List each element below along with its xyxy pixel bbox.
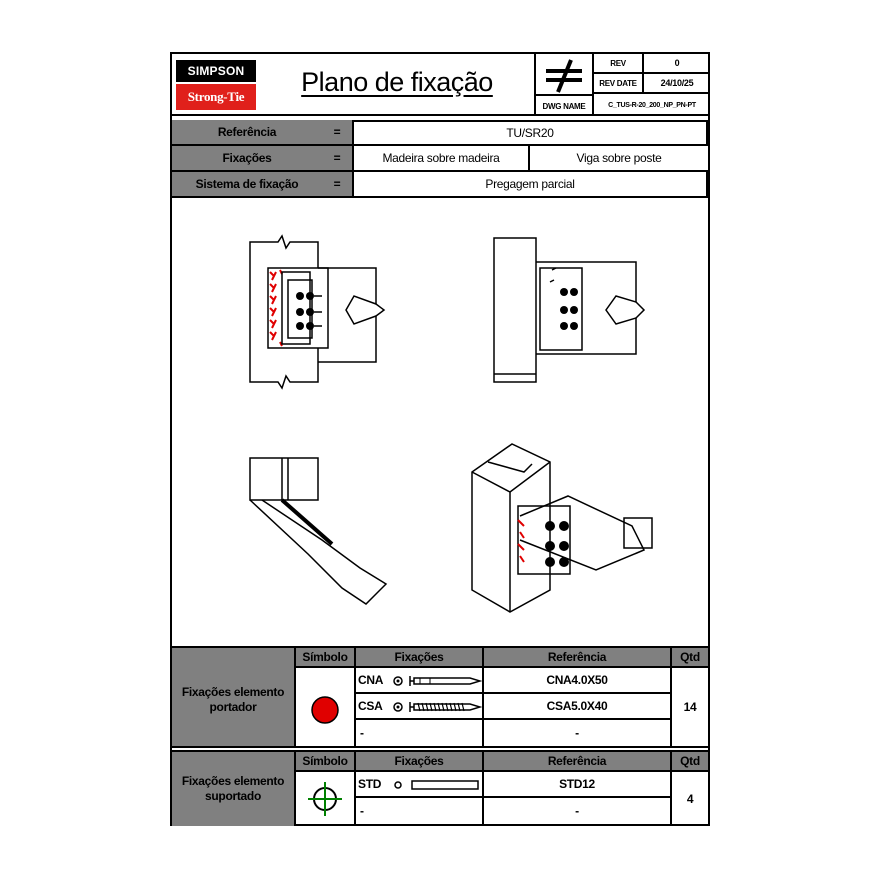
table2-ref-1: STD12: [482, 772, 670, 798]
dwg-name-value: C_TUS-R-20_200_NP_PN-PT: [608, 101, 696, 109]
iso-view: [471, 443, 653, 613]
fastener-code: CNA: [358, 673, 384, 687]
table1-header-simbolo: Símbolo: [294, 648, 354, 668]
table1-row-label: Fixações elemento portador: [172, 648, 294, 752]
fasteners-table-supported: Fixações elemento suportado Símbolo Fixa…: [172, 752, 708, 826]
crosshair-symbol-icon: [308, 782, 342, 816]
table2-header-referencia: Referência: [482, 752, 670, 772]
table2-qtd: 4: [670, 772, 708, 826]
table1-header-fixacoes: Fixações: [354, 648, 482, 668]
table2-symbol-cell: [294, 772, 354, 826]
top-view: [249, 457, 388, 605]
table2-header-simbolo: Símbolo: [294, 752, 354, 772]
rev-label: REV: [594, 54, 644, 74]
fixacoes-value-1: Madeira sobre madeira: [352, 146, 530, 172]
referencia-value: TU/SR20: [352, 120, 708, 146]
equals-sign: =: [333, 177, 341, 191]
sistema-value: Pregagem parcial: [352, 172, 708, 198]
rev-table: REV 0 REV DATE 24/10/25 C_TUS-R-20_200_N…: [592, 54, 710, 116]
dowel-icon: [394, 780, 479, 790]
equals-sign: =: [333, 151, 341, 165]
rev-date-label: REV DATE: [594, 74, 644, 94]
nail-icon: [393, 676, 482, 686]
table2-row-label: Fixações elemento suportado: [172, 752, 294, 826]
table2-header-fixacoes: Fixações: [354, 752, 482, 772]
front-view: [249, 234, 386, 390]
simpson-logo: SIMPSON Strong-Tie: [176, 60, 256, 110]
table1-ref-3: -: [482, 720, 670, 746]
table1-header-referencia: Referência: [482, 648, 670, 668]
side-view: [493, 237, 646, 383]
fixacoes-label: Fixações: [222, 151, 272, 165]
rev-date-value: 24/10/25: [644, 74, 710, 94]
referencia-label: Referência: [217, 125, 277, 139]
technical-drawing: [249, 234, 653, 613]
table1-ref-1: CNA4.0X50: [482, 668, 670, 694]
sistema-row: Sistema de fixação =: [172, 172, 354, 198]
drawing-area: [172, 200, 708, 648]
logo-strongtie: Strong-Tie: [176, 84, 256, 110]
title-block: SIMPSON Strong-Tie Plano de fixação DWG …: [172, 54, 710, 116]
fixacoes-row: Fixações =: [172, 146, 354, 172]
info-section: Referência = TU/SR20 Fixações = Madeira …: [172, 116, 708, 200]
table1-ref-2: CSA5.0X40: [482, 694, 670, 720]
screw-icon: [393, 702, 482, 712]
table1-fixacao-row-1: CNA: [354, 668, 482, 694]
not-equal-box: DWG NAME: [534, 54, 592, 116]
table2-fixacao-row-1: STD: [354, 772, 482, 798]
table2-fixacao-row-2: -: [354, 798, 482, 824]
table1-header-qtd: Qtd: [670, 648, 708, 668]
table1-fixacao-row-3: -: [354, 720, 482, 746]
fasteners-table-carrier: Fixações elemento portador Símbolo Fixaç…: [172, 648, 708, 752]
drawing-sheet: SIMPSON Strong-Tie Plano de fixação DWG …: [170, 52, 710, 826]
dwg-name-label: DWG NAME: [536, 94, 592, 116]
referencia-row: Referência =: [172, 120, 354, 146]
equals-sign: =: [333, 125, 341, 139]
not-equal-icon: [546, 59, 582, 93]
table1-qtd: 14: [670, 668, 708, 746]
table2-ref-2: -: [482, 798, 670, 824]
page-title: Plano de fixação: [301, 66, 493, 97]
fastener-code: STD: [358, 777, 382, 791]
sistema-label: Sistema de fixação: [195, 177, 299, 191]
logo-simpson: SIMPSON: [176, 60, 256, 82]
table1-symbol-cell: [294, 668, 354, 752]
table2-header-qtd: Qtd: [670, 752, 708, 772]
fastener-code: CSA: [358, 699, 383, 713]
table-separator: [172, 746, 708, 752]
rev-value: 0: [644, 54, 710, 74]
fixacoes-value-2: Viga sobre poste: [530, 146, 708, 172]
red-circle-symbol-icon: [311, 696, 339, 724]
table1-fixacao-row-2: CSA: [354, 694, 482, 720]
